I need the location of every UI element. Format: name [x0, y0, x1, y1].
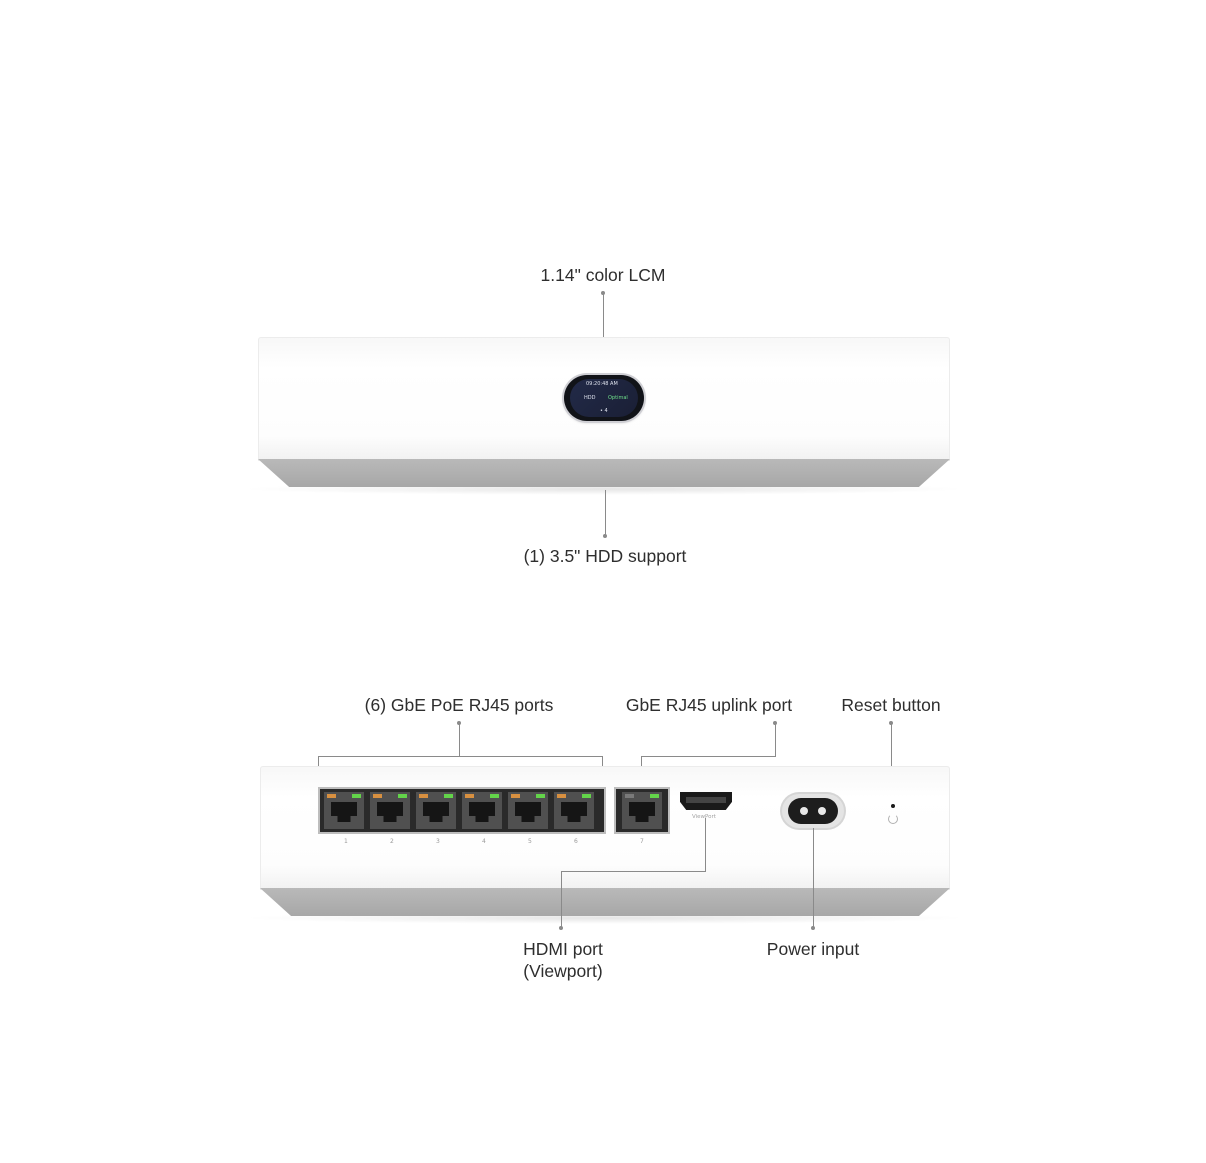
hdmi-leader-drop: [561, 871, 562, 927]
reset-icon: [888, 814, 898, 824]
port-number: 1: [344, 838, 348, 845]
power-inlet-socket: [788, 798, 838, 824]
poe-bracket-line: [318, 756, 602, 757]
power-pin: [800, 807, 808, 815]
device-base: [258, 459, 950, 487]
rj45-port-6: [554, 792, 594, 829]
port-number: 6: [574, 838, 578, 845]
port-number: 2: [390, 838, 394, 845]
poe-port-bank: [318, 787, 606, 834]
rj45-port-7: [622, 792, 662, 829]
hdmi-port-inner: [686, 797, 726, 803]
rj45-port-3: [416, 792, 456, 829]
lcm-hdd-label: HDD: [584, 395, 596, 401]
hdmi-leader-line: [705, 818, 706, 871]
uplink-leader-line: [775, 723, 776, 756]
power-pin: [818, 807, 826, 815]
rj45-port-2: [370, 792, 410, 829]
lcm-leader-dot: [601, 291, 605, 295]
rj45-port-4: [462, 792, 502, 829]
poe-leader-line: [459, 723, 460, 756]
power-leader-line: [813, 828, 814, 927]
rj45-port-5: [508, 792, 548, 829]
poe-ports-label: (6) GbE PoE RJ45 ports: [364, 695, 554, 715]
port-number: 3: [436, 838, 440, 845]
device-base: [260, 888, 950, 916]
hdmi-leader-horizontal: [561, 871, 706, 872]
hdmi-label-line2: (Viewport): [523, 961, 603, 981]
power-leader-dot: [811, 926, 815, 930]
reset-leader-line: [891, 723, 892, 801]
port-number: 5: [528, 838, 532, 845]
port-number: 4: [482, 838, 486, 845]
lcm-label: 1.14" color LCM: [540, 265, 666, 285]
hdd-leader-dot: [603, 534, 607, 538]
hdmi-label-line1: HDMI port: [523, 939, 603, 959]
uplink-port: [614, 787, 670, 834]
lcm-count: • 4: [600, 408, 608, 414]
lcm-display: 09:20:48 AM HDD Optimal • 4: [564, 375, 644, 421]
rj45-port-1: [324, 792, 364, 829]
hdmi-small-label: ViewPort: [692, 814, 716, 820]
lcm-leader-line: [603, 293, 604, 371]
power-label: Power input: [766, 939, 860, 959]
reset-button: [891, 804, 895, 808]
uplink-label: GbE RJ45 uplink port: [625, 695, 793, 715]
hdmi-leader-dot: [559, 926, 563, 930]
hdd-leader-line: [605, 490, 606, 536]
hdd-label: (1) 3.5" HDD support: [523, 546, 687, 566]
lcm-status: Optimal: [608, 395, 628, 401]
hdmi-label: HDMI port (Viewport): [523, 938, 603, 982]
device-back-view: 1 2 3 4 5 6 7 ViewPort: [240, 766, 970, 924]
port-number: 7: [640, 838, 644, 845]
reset-label: Reset button: [841, 695, 941, 715]
device-front-view: 09:20:48 AM HDD Optimal • 4: [238, 337, 970, 495]
uplink-leader-horizontal: [641, 756, 776, 757]
lcm-screen: [570, 379, 638, 417]
lcm-time: 09:20:48 AM: [586, 381, 618, 387]
